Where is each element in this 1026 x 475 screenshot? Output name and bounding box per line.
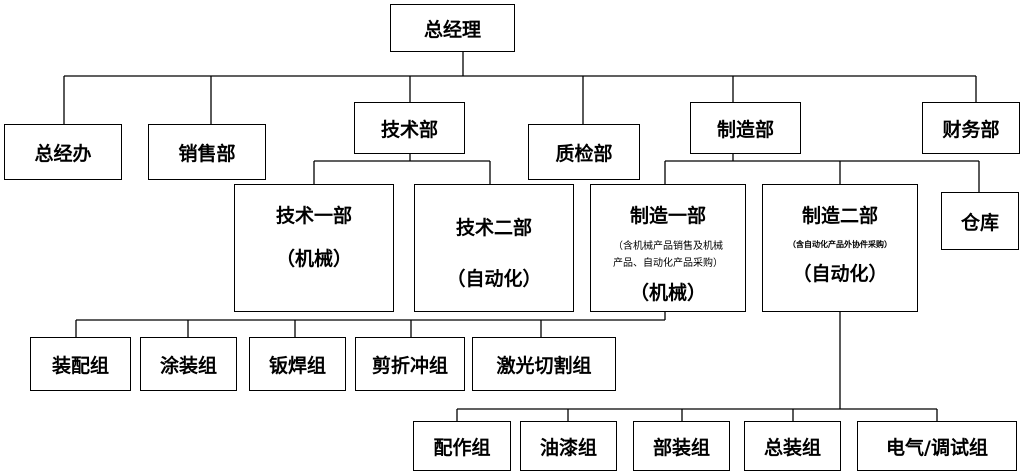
tech-unit-2-sub: （自动化）	[446, 268, 542, 290]
mfg1-group-label: 装配组	[51, 354, 109, 377]
mfg-unit-1-note-line1: （含机械产品销售及机械	[613, 241, 723, 252]
mfg-unit-1-name: 制造一部	[629, 205, 706, 227]
warehouse-box: 仓库	[941, 192, 1019, 250]
qc-dept-box: 质检部	[528, 124, 640, 180]
mfg2-group-label: 总装组	[763, 436, 821, 459]
mfg2-group-painting-box: 油漆组	[520, 421, 617, 471]
tech-unit-2-name: 技术二部	[455, 217, 532, 239]
tech-unit-1-name: 技术一部	[275, 205, 352, 227]
mfg-unit-1-box: 制造一部 （含机械产品销售及机械 产品、自动化产品采购） （机械）	[590, 184, 746, 312]
warehouse-label: 仓库	[960, 211, 999, 234]
sales-dept-box: 销售部	[148, 124, 266, 180]
ceo-label: 总经理	[423, 18, 481, 41]
mfg1-group-assembly-box: 装配组	[30, 337, 131, 391]
tech-unit-1-box: 技术一部 （机械）	[234, 184, 394, 312]
mfg1-group-cut-bend-punch-box: 剪折冲组	[355, 337, 465, 391]
qc-dept-label: 质检部	[555, 142, 613, 165]
mfg1-group-label: 激光切割组	[496, 354, 592, 377]
general-office-label: 总经办	[34, 142, 92, 165]
mfg2-group-final-assembly-box: 总装组	[744, 421, 841, 471]
mfg2-group-subassembly-box: 部装组	[633, 421, 730, 471]
mfg1-group-laser-cutting-box: 激光切割组	[472, 337, 616, 391]
mfg1-group-sheet-welding-box: 钣焊组	[249, 337, 346, 391]
finance-dept-label: 财务部	[942, 118, 1000, 141]
finance-dept-box: 财务部	[922, 102, 1020, 154]
mfg1-group-label: 涂装组	[159, 354, 217, 377]
sales-dept-label: 销售部	[178, 142, 236, 165]
mfg2-group-label: 电气/调试组	[886, 436, 988, 459]
tech-unit-2-box: 技术二部 （自动化）	[414, 184, 574, 312]
ceo-box: 总经理	[390, 4, 515, 52]
manufacturing-dept-box: 制造部	[690, 102, 801, 154]
tech-unit-1-sub: （机械）	[275, 248, 352, 270]
mfg-unit-1-sub: （机械）	[629, 282, 706, 304]
tech-dept-label: 技术部	[380, 118, 438, 141]
mfg-unit-2-sub: （自动化）	[792, 263, 888, 285]
mfg-unit-2-name: 制造二部	[801, 205, 878, 227]
mfg2-group-fitting-box: 配作组	[413, 421, 511, 471]
mfg-unit-1-note-line2: 产品、自动化产品采购）	[613, 258, 723, 269]
manufacturing-dept-label: 制造部	[716, 118, 774, 141]
mfg-unit-2-box: 制造二部 （含自动化产品外协件采购） （自动化）	[762, 184, 918, 312]
tech-dept-box: 技术部	[354, 102, 465, 154]
mfg1-group-label: 剪折冲组	[371, 354, 448, 377]
mfg1-group-coating-box: 涂装组	[140, 337, 237, 391]
mfg-unit-2-note: （含自动化产品外协件采购）	[788, 239, 892, 249]
mfg2-group-electrical-debug-box: 电气/调试组	[857, 421, 1017, 471]
mfg2-group-label: 部装组	[652, 436, 710, 459]
mfg2-group-label: 油漆组	[539, 436, 597, 459]
general-office-box: 总经办	[4, 124, 122, 180]
mfg2-group-label: 配作组	[433, 436, 491, 459]
mfg1-group-label: 钣焊组	[268, 354, 326, 377]
